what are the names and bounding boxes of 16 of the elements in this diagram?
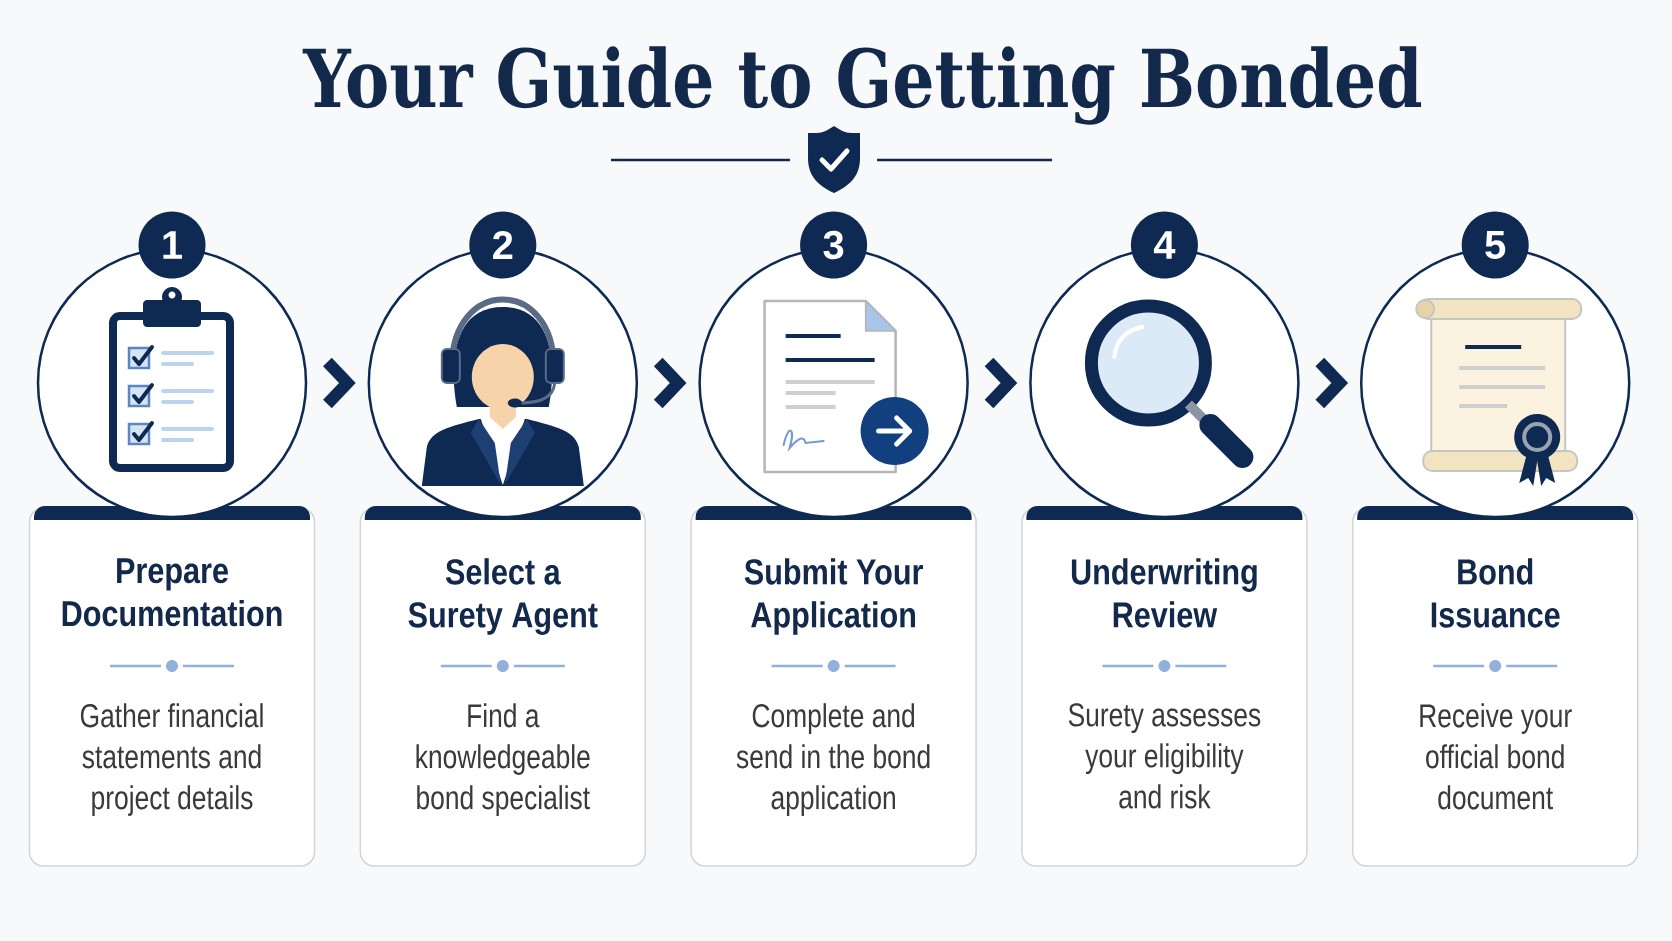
number-badge: 1 [138,211,206,279]
card-heading: Select a Surety Agent [408,558,598,635]
title: Your Guide to Getting Bonded [302,46,1422,125]
number-badge: 3 [800,211,868,279]
card-description: Receive your official bond document [1420,703,1572,810]
card-description: Find a knowledgeable bond specialist [416,703,590,816]
card-heading: Submit Your Application [744,558,923,635]
card-description: Surety assesses your eligibility and risk [1068,703,1261,809]
card-description: Complete and send in the bond application [736,703,930,816]
number-badge: 2 [469,211,537,279]
number-badge: 4 [1130,211,1198,279]
card-heading: Prepare Documentation [62,558,282,627]
card-description: Gather financial statements and project details [80,703,263,816]
card-heading: Underwriting Review [1071,558,1257,628]
card-heading: Bond Issuance [1431,558,1560,628]
number-badge: 5 [1461,211,1529,279]
